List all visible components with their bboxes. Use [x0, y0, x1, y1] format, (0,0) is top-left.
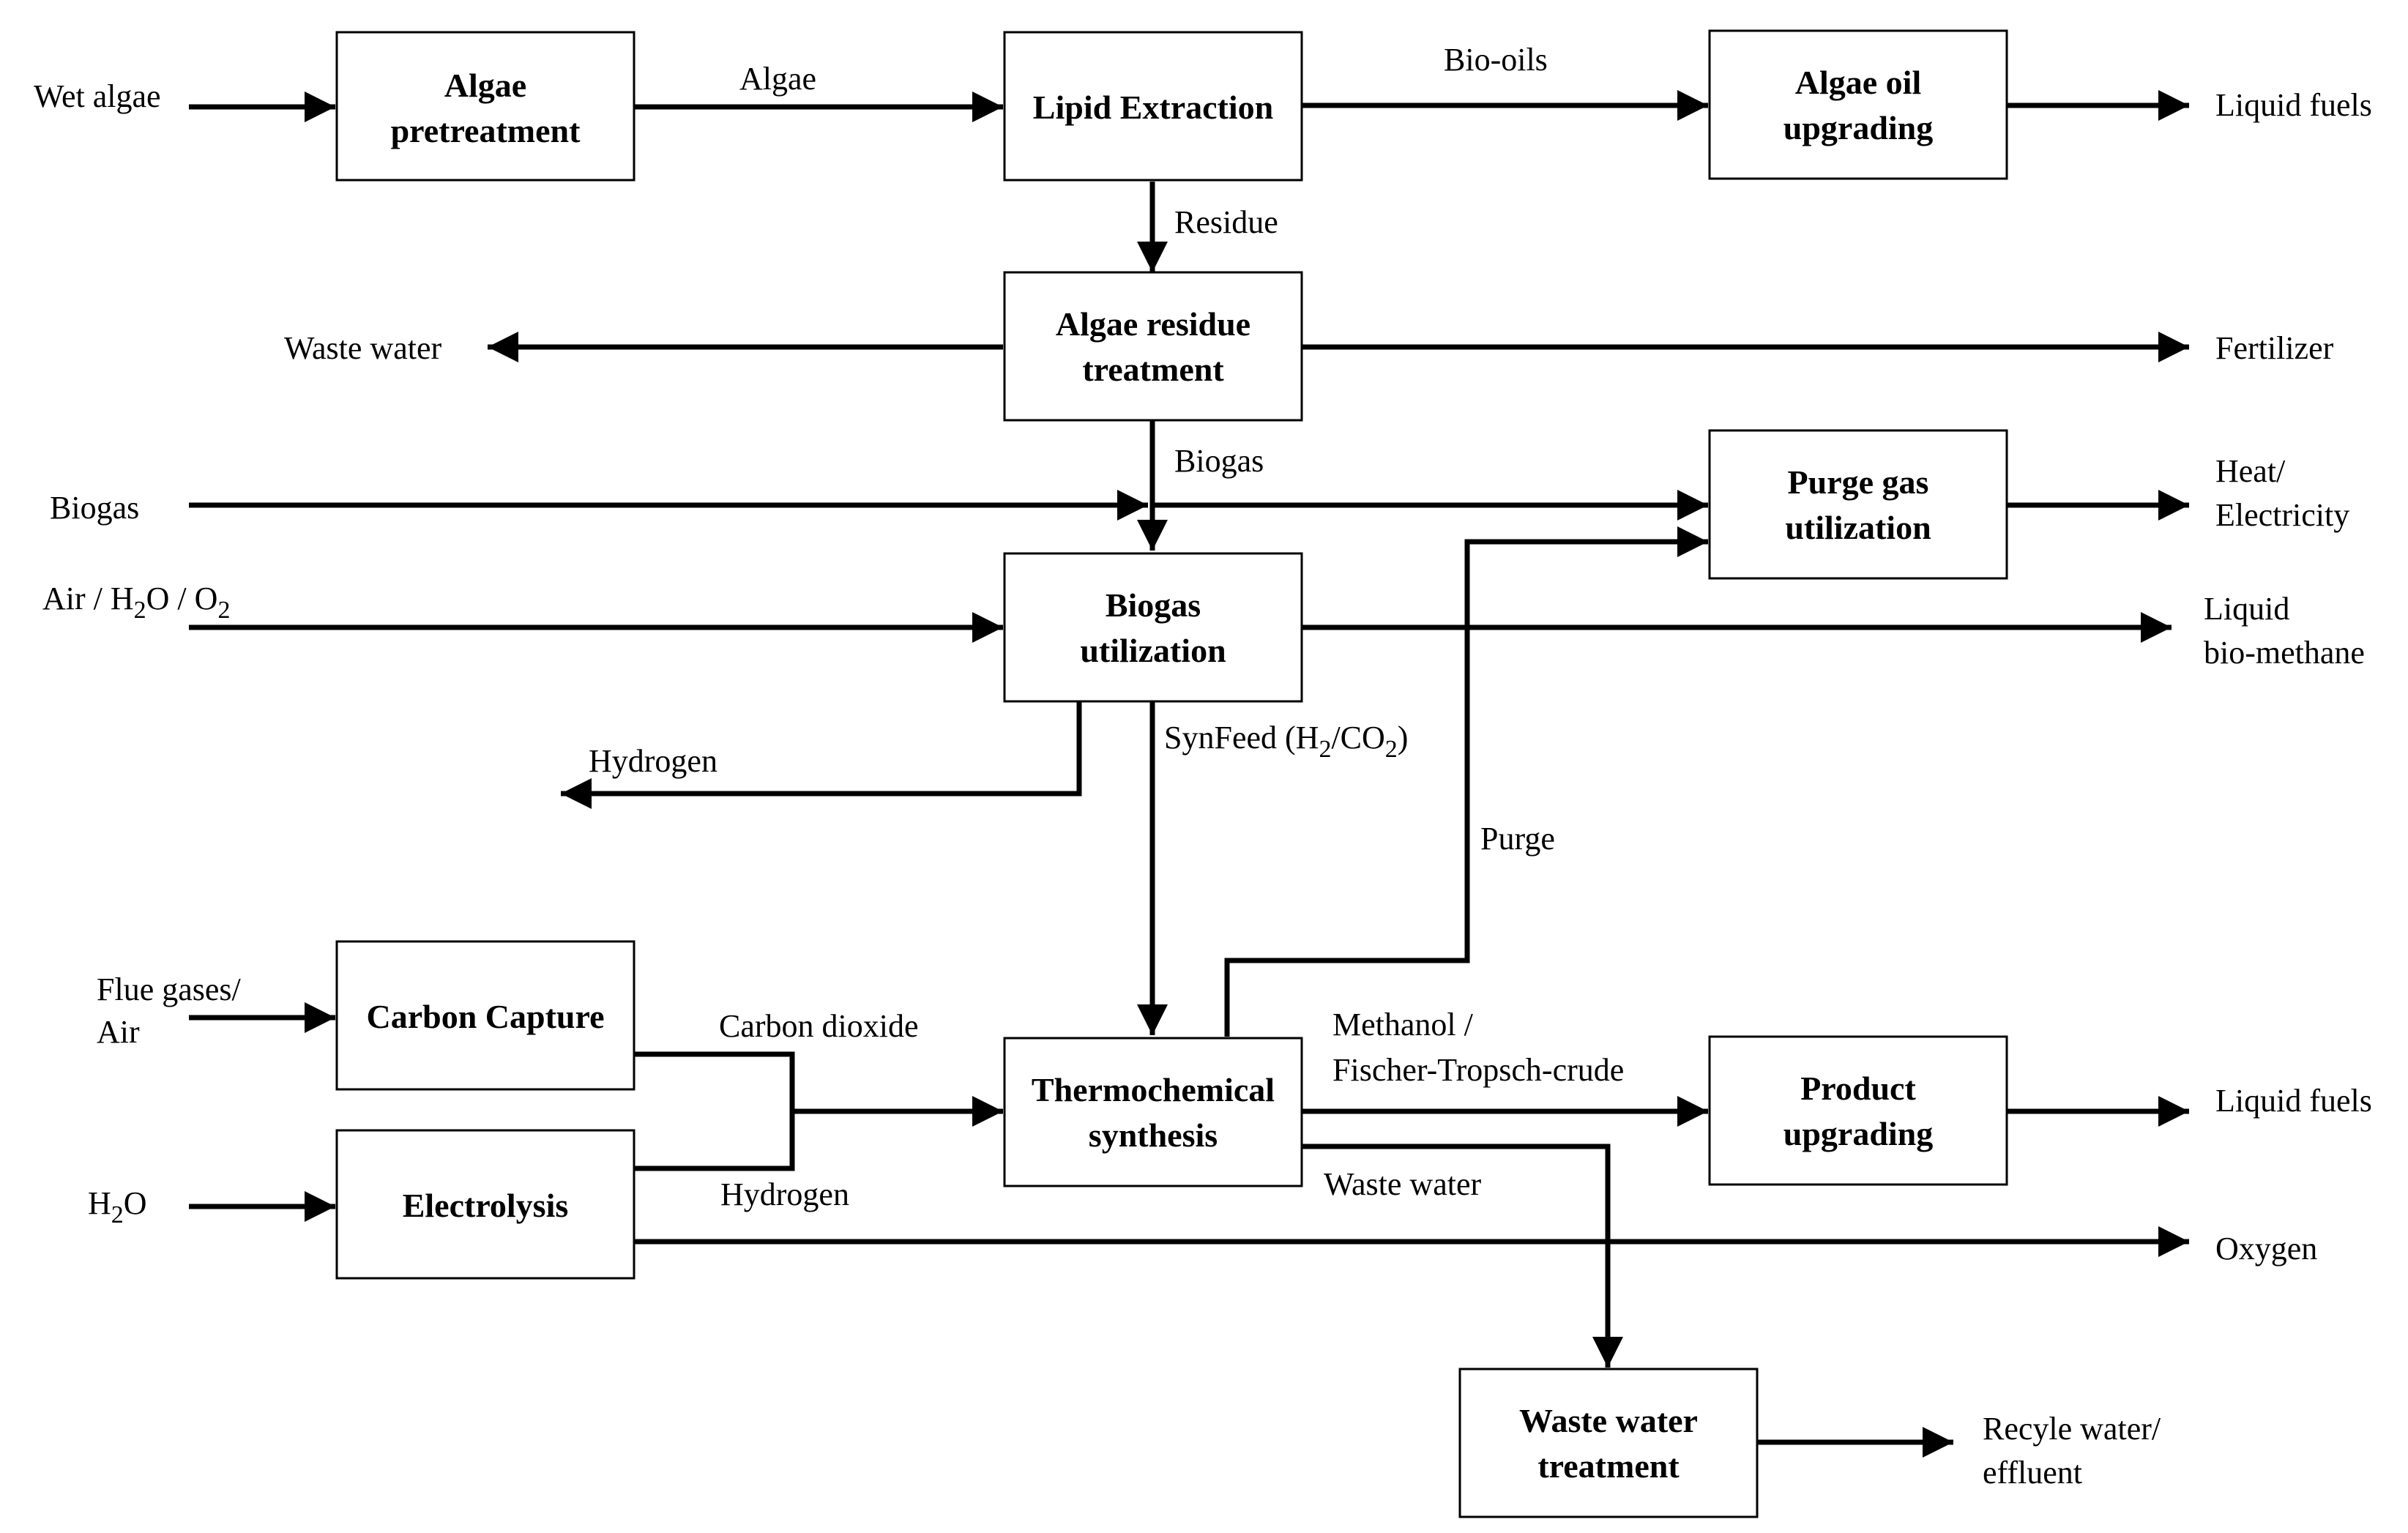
lipid-extraction-label: Lipid Extraction [1033, 89, 1273, 126]
electrolysis-label: Electrolysis [403, 1187, 569, 1224]
arrow-purge-to-purge-gas [1224, 526, 1708, 1037]
label-bio-methane: bio-methane [2204, 635, 2365, 671]
label-recycle-water: Recyle water/ [1983, 1411, 2161, 1447]
label-heat: Heat/ [2215, 453, 2286, 489]
label-fertilizer: Fertilizer [2215, 330, 2334, 366]
product-upgrading-box: Product upgrading [1708, 1035, 2008, 1186]
label-liquid: Liquid [2204, 591, 2289, 627]
label-synfeed: SynFeed (H2/CO2) [1164, 720, 1408, 763]
line-hydrogen-merge [634, 1111, 795, 1171]
algae-residue-treatment-box: Algae residue treatment [1003, 271, 1303, 422]
waste-water-treatment-line1: Waste water [1519, 1402, 1698, 1439]
label-fischer-tropsch: Fischer-Tropsch-crude [1332, 1052, 1624, 1088]
thermochemical-synthesis-box: Thermochemical synthesis [1003, 1037, 1303, 1187]
algae-residue-treatment-line2: treatment [1082, 351, 1224, 388]
label-purge: Purge [1480, 821, 1555, 857]
arrow-biogas-to-hydrogen [561, 701, 1082, 809]
lipid-extraction-box: Lipid Extraction [1003, 31, 1303, 182]
label-air: Air [97, 1014, 140, 1050]
label-flue-gases: Flue gases/ [97, 971, 242, 1007]
carbon-capture-label: Carbon Capture [366, 998, 604, 1035]
thermochemical-synthesis-line2: synthesis [1089, 1116, 1218, 1154]
product-upgrading-line1: Product [1800, 1070, 1916, 1107]
purge-gas-utilization-line2: utilization [1785, 509, 1931, 546]
label-electricity: Electricity [2215, 497, 2349, 533]
connectors [189, 90, 2189, 1458]
flow-labels: Wet algae Algae Bio-oils Liquid fuels Re… [34, 42, 2372, 1491]
waste-water-treatment-box: Waste water treatment [1458, 1368, 1759, 1518]
algae-pretreatment-line2: pretreatment [391, 112, 581, 149]
label-air-h2o-o2: Air / H2O / O2 [42, 581, 230, 624]
label-liquid-fuels-top: Liquid fuels [2215, 87, 2372, 123]
algae-oil-upgrading-line2: upgrading [1783, 109, 1934, 146]
label-waste-water-mid: Waste water [1324, 1166, 1481, 1202]
arrow-synthesis-to-waste-water-treatment [1302, 1144, 1623, 1368]
thermochemical-synthesis-line1: Thermochemical [1032, 1071, 1275, 1108]
label-liquid-fuels-bottom: Liquid fuels [2215, 1083, 2372, 1119]
purge-gas-utilization-line1: Purge gas [1788, 463, 1929, 501]
label-waste-water-left: Waste water [284, 330, 441, 366]
label-residue: Residue [1174, 204, 1278, 240]
carbon-capture-box: Carbon Capture [335, 940, 635, 1091]
label-wet-algae: Wet algae [34, 78, 161, 114]
purge-gas-utilization-box: Purge gas utilization [1708, 429, 2008, 580]
algae-pretreatment-line1: Algae [444, 67, 526, 104]
waste-water-treatment-line2: treatment [1537, 1447, 1680, 1485]
electrolysis-box: Electrolysis [335, 1129, 635, 1280]
label-h2o: H2O [88, 1185, 147, 1228]
label-hydrogen-in: Hydrogen [720, 1176, 849, 1212]
algae-residue-treatment-line1: Algae residue [1056, 305, 1250, 343]
label-bio-oils: Bio-oils [1444, 42, 1548, 78]
algae-oil-upgrading-line1: Algae oil [1795, 64, 1921, 101]
label-biogas-mid: Biogas [1174, 443, 1264, 479]
algae-pretreatment-box: Algae pretreatment [335, 31, 635, 182]
biogas-utilization-box: Biogas utilization [1003, 552, 1303, 703]
biogas-utilization-line2: utilization [1080, 632, 1226, 669]
label-hydrogen-out: Hydrogen [589, 743, 717, 779]
label-methanol: Methanol / [1332, 1007, 1474, 1042]
label-biogas-input: Biogas [50, 490, 139, 526]
algae-oil-upgrading-box: Algae oil upgrading [1708, 29, 2008, 180]
label-effluent: effluent [1983, 1455, 2082, 1491]
label-algae: Algae [739, 61, 816, 97]
label-carbon-dioxide: Carbon dioxide [719, 1008, 919, 1044]
biogas-utilization-line1: Biogas [1106, 586, 1201, 624]
product-upgrading-line2: upgrading [1783, 1115, 1934, 1152]
line-carbon-dioxide [634, 1051, 795, 1111]
label-oxygen: Oxygen [2215, 1231, 2317, 1267]
